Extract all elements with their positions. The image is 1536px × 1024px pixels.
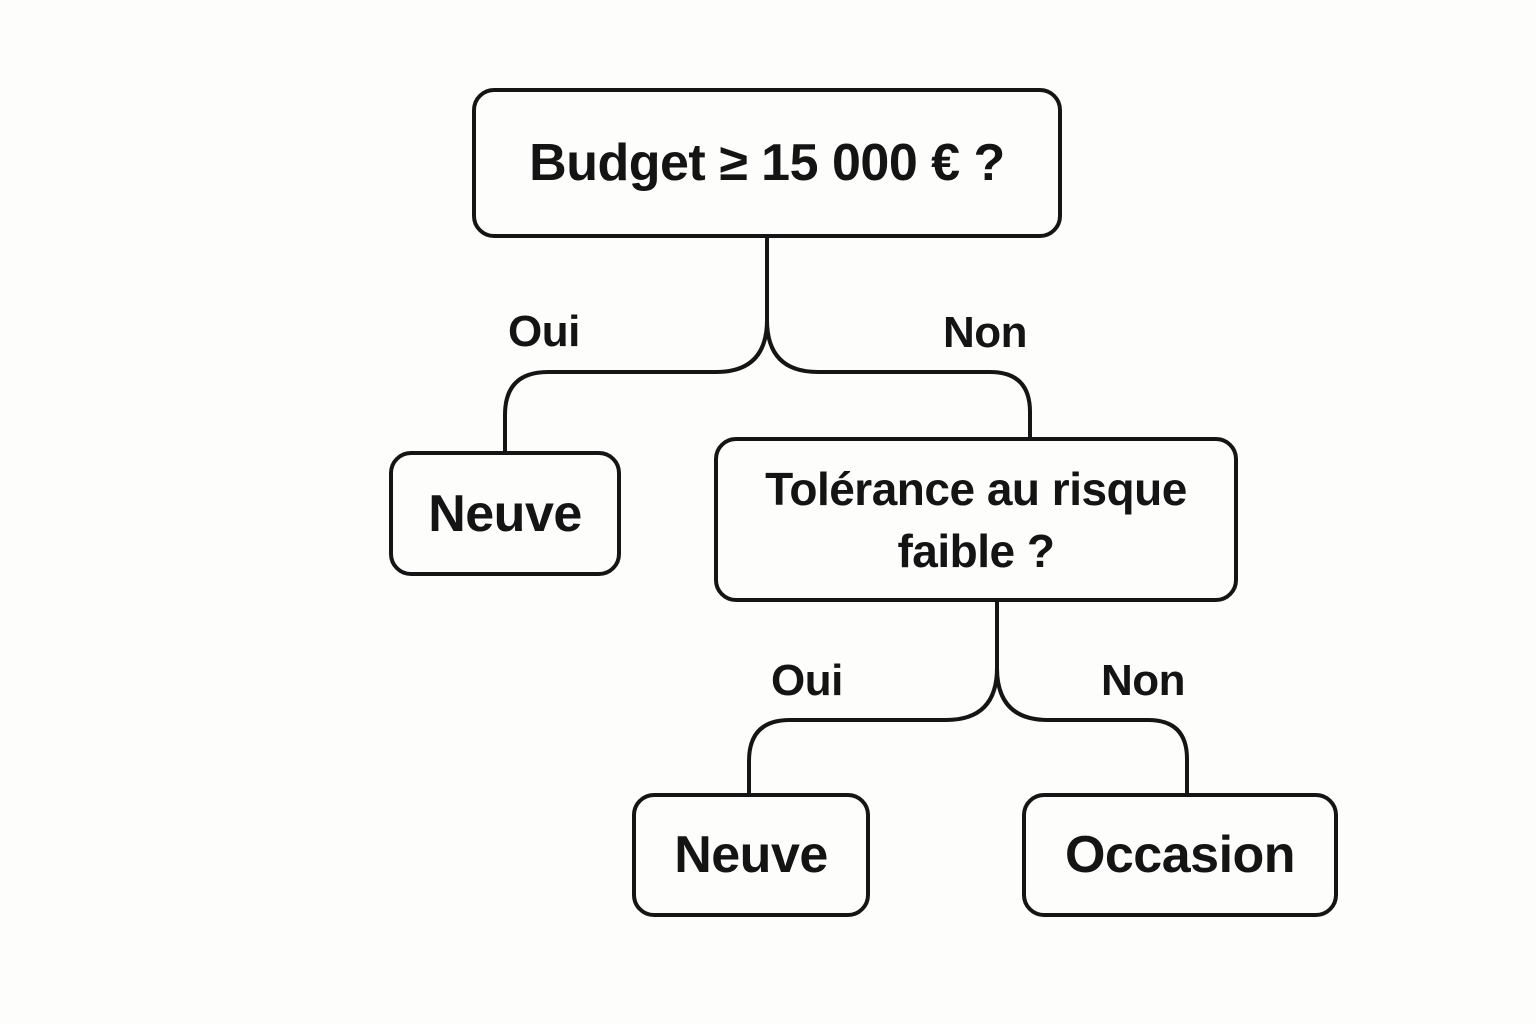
edge-label-risk-no: Non bbox=[1101, 656, 1186, 705]
connector-middle-to-bottom-right bbox=[995, 666, 1189, 795]
connector-root-to-middle bbox=[765, 318, 1032, 439]
leaf-node-new-left: Neuve bbox=[389, 451, 621, 576]
leaf-node-new-bottom: Neuve bbox=[632, 793, 870, 917]
leaf-node-used-label: Occasion bbox=[1064, 826, 1296, 884]
leaf-node-used: Occasion bbox=[1022, 793, 1338, 917]
decision-node-budget-label: Budget ≥ 15 000 € ? bbox=[529, 134, 1005, 192]
edge-label-risk-yes: Oui bbox=[771, 656, 843, 705]
connector-middle-to-bottom-left bbox=[747, 600, 999, 795]
decision-node-risk-tolerance: Tolérance au risque faible ? bbox=[714, 437, 1238, 602]
connector-root-to-left bbox=[503, 236, 769, 453]
decision-node-risk-line2: faible ? bbox=[897, 524, 1055, 577]
leaf-node-new-left-label: Neuve bbox=[428, 484, 582, 543]
edge-label-root-no: Non bbox=[943, 308, 1028, 357]
leaf-node-new-bottom-label: Neuve bbox=[674, 826, 828, 884]
edge-label-root-yes: Oui bbox=[508, 307, 580, 356]
decision-node-risk-line1: Tolérance au risque bbox=[765, 462, 1187, 515]
decision-node-budget: Budget ≥ 15 000 € ? bbox=[472, 88, 1062, 238]
